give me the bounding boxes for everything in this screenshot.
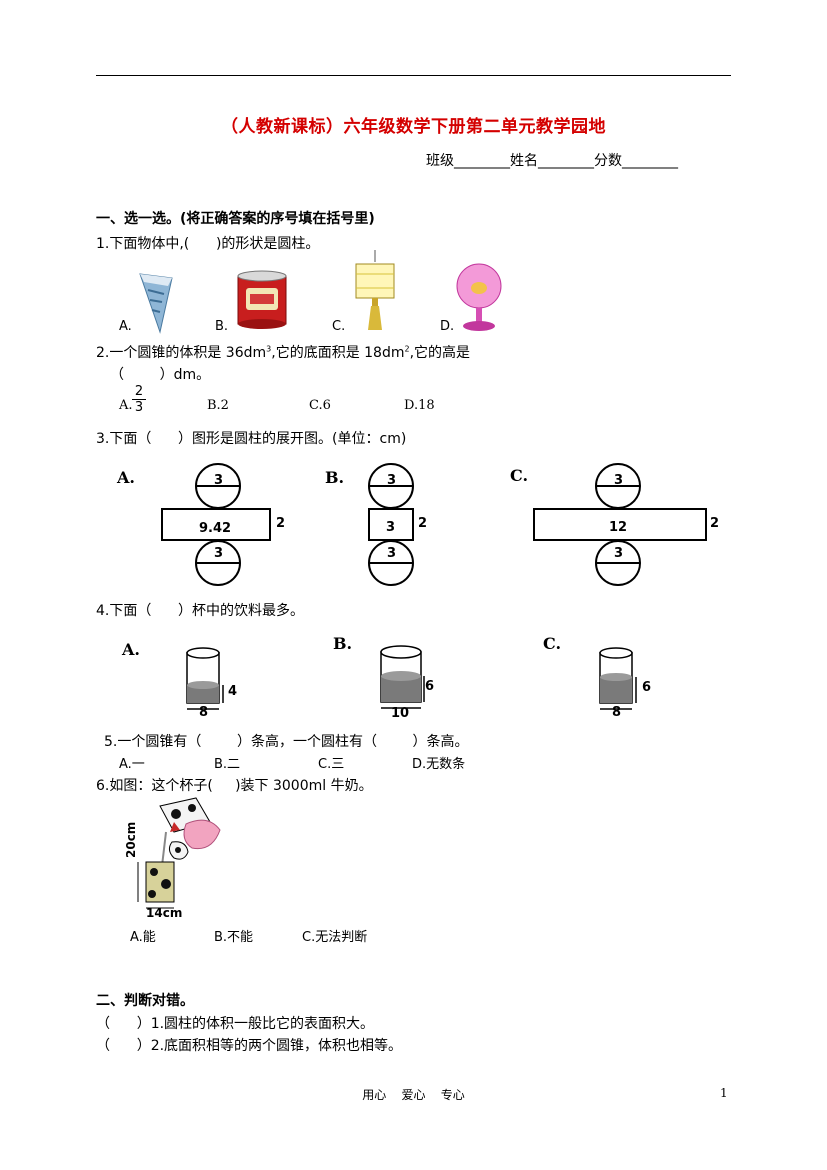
q3-figure-b-label: B. [325,468,345,487]
fraction-bar [132,399,146,400]
q6-width-label: 14cm [146,906,183,920]
q3-c-side-label: 2 [710,516,720,531]
q4-cup-c-label: C. [543,634,562,653]
q4-cup-b [380,645,425,709]
q4-cup-a-height: 4 [228,684,238,699]
fraction-denominator: 3 [134,400,144,415]
q3-a-rect-label: 9.42 [199,521,232,536]
q6-option-b: B.不能 [214,930,254,945]
section-2-heading: 二、判断对错。 [96,993,194,1009]
q2-sup-1: 3 [266,344,272,354]
q3-a-bottom-circle-label: 3 [214,546,224,561]
lantern-icon [355,250,395,330]
question-2-blank: （ ）dm。 [110,367,211,383]
q3-b-bottom-circle-label: 3 [387,546,397,561]
q4-cup-c [599,647,637,710]
page-title: （人教新课标）六年级数学下册第二单元教学园地 [221,117,606,137]
q3-figure-c-net [533,463,707,586]
q2-option-c: C.6 [309,398,331,413]
q5-option-c: C.三 [318,757,345,772]
q1-option-d: D. [440,319,455,334]
can-icon [237,270,287,329]
question-6-text: 6.如图：这个杯子( )装下 3000ml 牛奶。 [96,778,373,794]
q3-b-top-circle-label: 3 [387,473,397,488]
q4-cup-a [186,647,224,710]
question-1-text: 1.下面物体中,( )的形状是圆柱。 [96,236,320,252]
q2-option-b: B.2 [207,398,229,413]
q3-figure-b-net [368,463,414,586]
q2-sup-2: 2 [404,344,410,354]
q4-cup-b-height: 6 [425,679,435,694]
q3-b-side-label: 2 [418,516,428,531]
q6-height-label: 20cm [124,822,138,858]
q5-option-d: D.无数条 [412,757,466,772]
q3-a-top-circle-label: 3 [214,473,224,488]
q4-cup-a-width: 8 [199,705,209,720]
question-4-text: 4.下面（ ）杯中的饮料最多。 [96,603,305,619]
q2-part-c: ,它的高是 [409,345,471,361]
student-info-line: 班级________姓名________分数________ [426,153,678,169]
header-rule [96,75,731,76]
q4-cup-c-width: 8 [612,705,622,720]
balloon-icon [456,263,502,331]
cone-icon [139,273,173,334]
q3-b-rect-label: 3 [386,520,396,535]
q1-option-c: C. [332,319,346,334]
q4-cup-b-width: 10 [391,706,410,721]
question-5-text: 5.一个圆锥有（ ）条高，一个圆柱有（ ）条高。 [104,734,469,750]
q2-option-d: D.18 [404,398,435,413]
judge-item-2: （ ）2.底面积相等的两个圆锥，体积也相等。 [96,1038,403,1054]
q3-figure-a-net [161,463,271,586]
question-3-text: 3.下面（ ）图形是圆柱的展开图。(单位：cm) [96,431,407,447]
q2-part-b: ,它的底面积是 18dm [271,345,405,361]
q5-option-b: B.二 [214,757,241,772]
q4-cup-b-label: B. [333,634,353,653]
footer-text: 用心 爱心 专心 [362,1088,465,1102]
section-1-heading: 一、选一选。(将正确答案的序号填在括号里) [96,211,375,227]
q2-part-a: 2.一个圆锥的体积是 36dm [96,345,267,361]
q3-c-bottom-circle-label: 3 [614,546,624,561]
q4-cup-c-height: 6 [642,680,652,695]
q3-c-rect-label: 12 [609,520,628,535]
q6-option-a: A.能 [130,930,156,945]
question-2-text: 2.一个圆锥的体积是 36dm3,它的底面积是 18dm2,它的高是 [96,342,470,362]
q3-figure-c-label: C. [510,466,529,485]
q3-figure-a-label: A. [117,468,135,487]
q6-height-text: 20cm [124,821,138,858]
q4-cup-a-label: A. [122,640,140,659]
milk-pour-icon [137,797,221,909]
q3-a-side-label: 2 [276,516,286,531]
fraction-numerator: 2 [134,384,144,399]
q2-fraction: 2 3 [132,384,146,415]
page-number: 1 [720,1086,728,1100]
q1-option-a: A. [119,319,132,334]
q5-option-a: A.一 [119,757,145,772]
q3-c-top-circle-label: 3 [614,473,624,488]
q2-option-a: A. [119,398,133,413]
q6-option-c: C.无法判断 [302,930,368,945]
q1-option-b: B. [215,319,229,334]
judge-item-1: （ ）1.圆柱的体积一般比它的表面积大。 [96,1016,375,1032]
